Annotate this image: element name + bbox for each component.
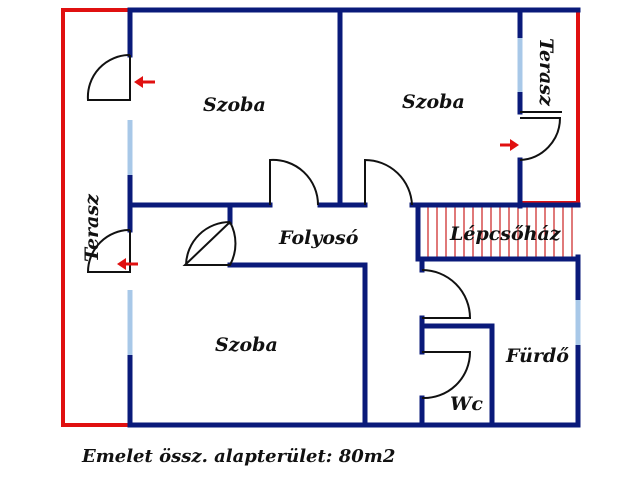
room-label-folyoso: Folyosó [278,227,359,249]
room-label-lepcsohaz: Lépcsőház [449,223,562,245]
door-top-right-room [519,111,562,161]
room-label-szoba-bottom-left: Szoba [215,334,278,356]
room-label-terasz-left: Terasz [81,193,103,262]
terrace-outlines [61,8,580,427]
walls [127,7,581,428]
windows [127,38,581,355]
arrow-left-icon [117,258,138,270]
room-label-szoba-top-right: Szoba [402,91,465,113]
door-bathroom [421,269,472,319]
door-top-left-room [86,53,131,101]
room-label-terasz-right: Terasz [535,38,557,107]
door-corridor-top-left [269,158,320,206]
room-label-szoba-top-left: Szoba [203,94,266,116]
floor-area-caption: Emelet össz. alapterület: 80m2 [81,446,395,467]
door-bottom-left-room [86,229,131,273]
room-label-wc: Wc [450,393,483,415]
terrace-left-outline [61,8,130,427]
staircase-hatching [427,206,573,257]
entry-arrows [117,76,519,270]
door-wc [421,351,472,400]
doors [86,53,562,400]
door-corridor-top-right [364,158,413,206]
room-label-furdo: Fürdő [505,345,569,367]
arrow-right-icon [500,139,519,151]
arrow-left-icon [134,76,155,88]
door-corridor-left [182,221,237,266]
